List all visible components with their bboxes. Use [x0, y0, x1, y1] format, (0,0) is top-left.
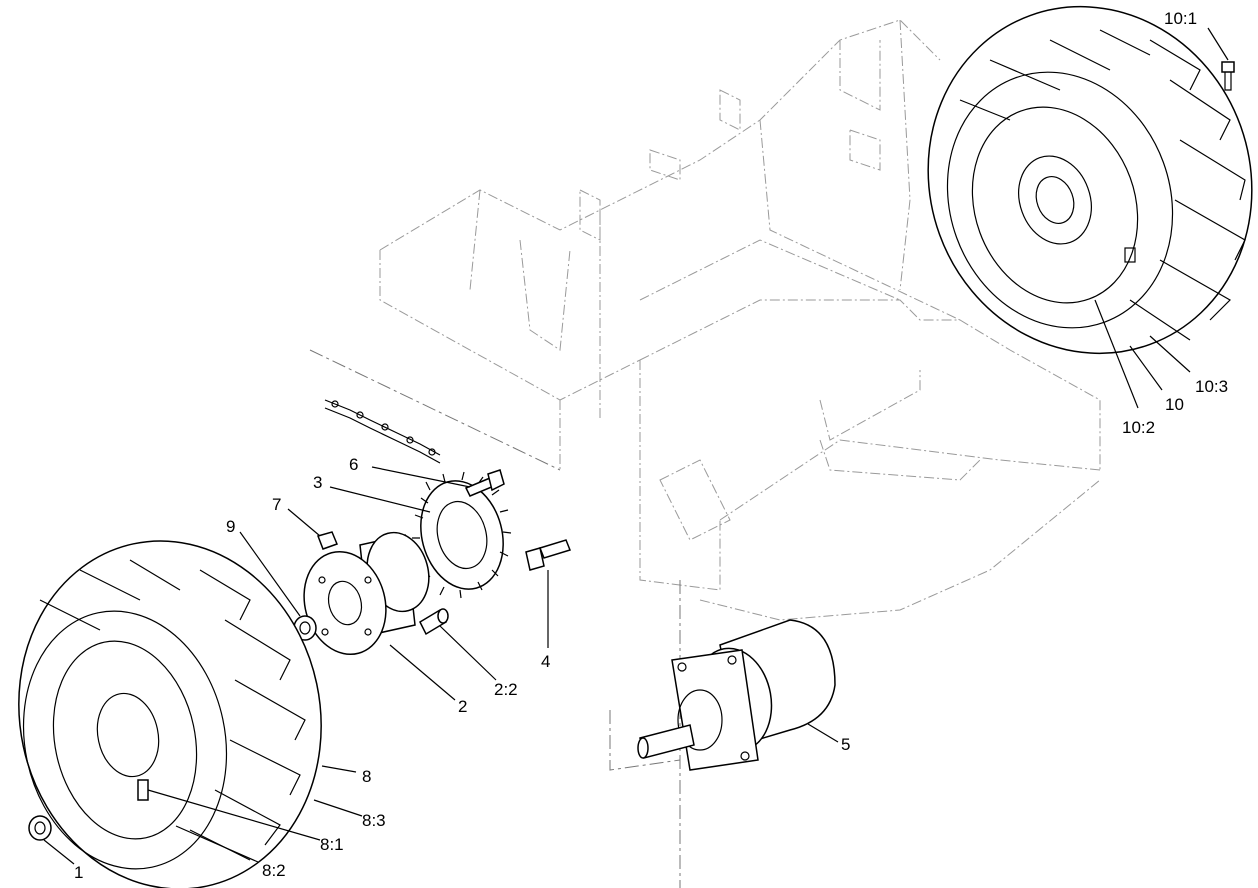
callout-10-1: 10:1: [1164, 9, 1197, 28]
callout-10-2: 10:2: [1122, 418, 1155, 437]
set-screw-2-2: [419, 608, 449, 636]
bolt-10-1: [1221, 61, 1235, 91]
callout-1: 1: [74, 863, 83, 882]
callout-8-3: 8:3: [362, 811, 386, 830]
callout-9: 9: [226, 517, 235, 536]
sprocket-3: [412, 471, 512, 599]
drive-chain: [324, 399, 441, 464]
hydraulic-motor-5: [637, 619, 836, 771]
callout-8-1: 8:1: [320, 835, 344, 854]
callout-4: 4: [541, 652, 550, 671]
bolt-4: [525, 539, 571, 571]
bolt-6: [464, 469, 505, 497]
wheel-assembly-8: [18, 540, 322, 888]
leader-lines: [43, 27, 1229, 865]
callout-7: 7: [272, 495, 281, 514]
callout-2: 2: [458, 697, 467, 716]
machine-frame: [309, 19, 1101, 888]
callout-3: 3: [313, 473, 322, 492]
hub-2: [303, 531, 430, 656]
callout-10-3: 10:3: [1195, 377, 1228, 396]
callout-6: 6: [349, 455, 358, 474]
callout-10: 10: [1165, 395, 1184, 414]
nut-7: [317, 531, 338, 550]
wheel-assembly-10: [927, 5, 1253, 355]
callout-5: 5: [841, 735, 850, 754]
stud-8-1: [137, 779, 149, 801]
callout-8-2: 8:2: [262, 861, 286, 880]
callout-2-2: 2:2: [494, 680, 518, 699]
nut-1: [28, 815, 52, 841]
callout-8: 8: [362, 767, 371, 786]
callout-labels: 10:1 10:3 10 10:2 6 3 7 9 4 2:2 2 5 8 8:…: [74, 9, 1228, 882]
